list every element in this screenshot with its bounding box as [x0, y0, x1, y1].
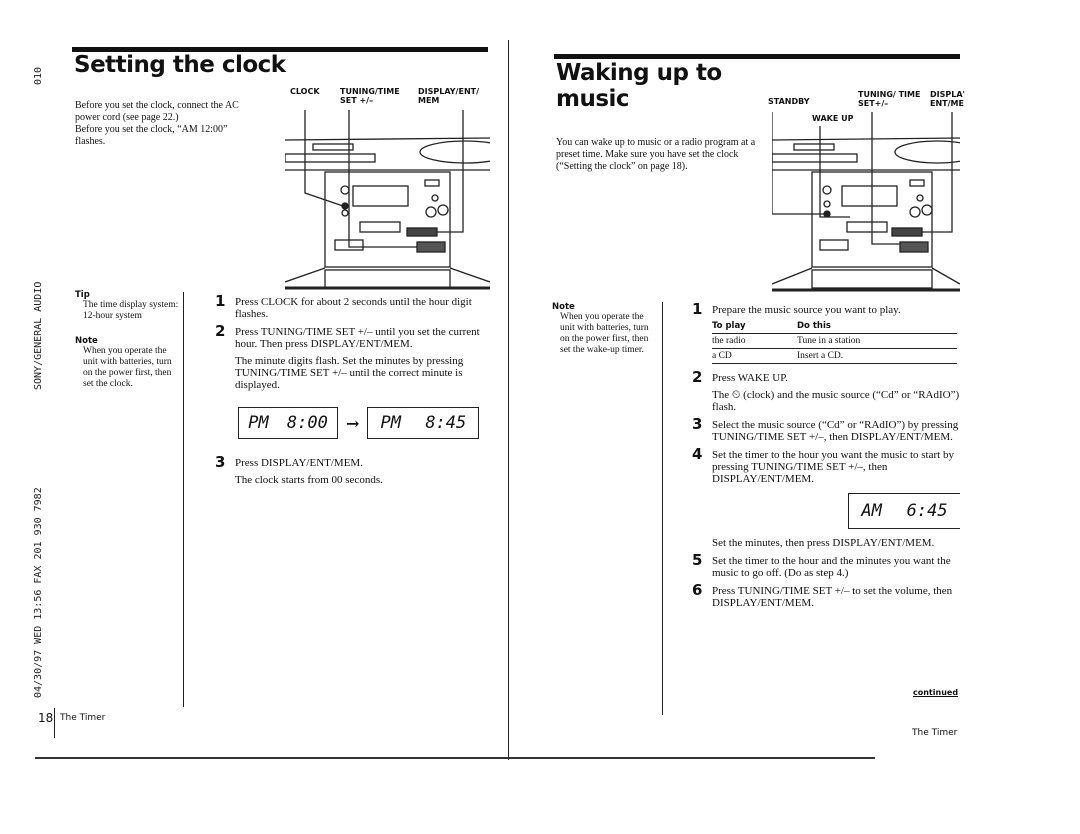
step-text: Press TUNING/TIME SET +/– until you set … — [235, 326, 480, 350]
fax-page-mark: 010 — [33, 66, 44, 85]
steps-column: 1 Prepare the music source you want to p… — [692, 302, 962, 615]
lcd-display-wake: AM 6:45 — [848, 493, 960, 529]
title-line: Waking up to — [556, 60, 722, 86]
step-text: Press WAKE UP. — [712, 372, 788, 384]
title-line: music — [556, 86, 630, 112]
step-number: 3 — [215, 453, 226, 471]
page-title: Waking up to music — [556, 60, 722, 112]
step-text: Select the music source (“Cd” or “RAdIO”… — [712, 419, 959, 443]
fax-transmission: 04/30/97 WED 13:56 FAX 201 930 7982 — [33, 487, 44, 698]
page-title: Setting the clock — [74, 52, 286, 78]
lcd-time: 8:45 — [425, 413, 467, 433]
lcd-ampm: AM — [861, 501, 882, 521]
intro-text: You can wake up to music or a radio prog… — [556, 137, 756, 172]
label-wake-up: WAKE UP — [812, 114, 854, 123]
intro-line: Before you set the clock, “AM 12:00” fla… — [75, 124, 228, 147]
intro-text: Before you set the clock, connect the AC… — [75, 100, 255, 148]
footer-divider — [54, 708, 55, 738]
fax-sender: SONY/GENERAL AUDIO — [33, 281, 44, 390]
lcd-display-after: PM 8:45 — [367, 407, 480, 439]
lcd-ampm: PM — [380, 413, 402, 433]
title-rule — [554, 54, 960, 59]
step-number: 2 — [215, 322, 226, 340]
step-number: 1 — [692, 300, 703, 318]
tip-heading: Tip — [75, 290, 90, 300]
step-3: 3 Press DISPLAY/ENT/MEM. The clock start… — [215, 455, 485, 487]
step-text: Prepare the music source you want to pla… — [712, 304, 901, 316]
table-cell: Tune in a station — [797, 333, 957, 349]
column-divider — [183, 292, 184, 707]
intro-line: Before you set the clock, connect the AC… — [75, 100, 239, 123]
step-number: 4 — [692, 445, 703, 463]
step-number: 2 — [692, 368, 703, 386]
step-1: 1 Press CLOCK for about 2 seconds until … — [215, 294, 485, 321]
step-number: 1 — [215, 292, 226, 310]
tip-box: Tip The time display system: 12-hour sys… — [75, 290, 180, 390]
page-gutter — [508, 40, 509, 760]
note-text: When you operate the unit with batteries… — [83, 346, 172, 389]
note-text: When you operate the unit with batteries… — [560, 312, 649, 355]
arrow-icon: → — [346, 413, 360, 433]
lcd-display-before: PM 8:00 — [238, 407, 338, 439]
step-5: 5 Set the timer to the hour and the minu… — [692, 553, 962, 580]
note-box: Note When you operate the unit with batt… — [552, 302, 657, 356]
step-2: 2 Press WAKE UP. The ⏲ (clock) and the m… — [692, 370, 962, 414]
note-heading: Note — [552, 302, 575, 312]
step-number: 6 — [692, 581, 703, 599]
tip-line: The time display system: — [83, 300, 179, 310]
column-divider — [662, 302, 663, 715]
label-display: DISPLAY/ENT/ MEM — [418, 87, 480, 105]
step-text: Press DISPLAY/ENT/MEM. — [235, 457, 363, 469]
step-detail: The minute digits flash. Set the minutes… — [235, 355, 464, 391]
step-text: Set the timer to the hour and the minute… — [712, 555, 951, 579]
label-clock: CLOCK — [290, 87, 320, 96]
step-detail: The clock starts from 00 seconds. — [235, 474, 383, 486]
lcd-time: 6:45 — [906, 501, 948, 521]
tip-line: 12-hour system — [83, 311, 142, 321]
lcd-row: PM 8:00 → PM 8:45 — [238, 407, 485, 439]
title-rule — [72, 47, 488, 52]
label-tuning: TUNING/ TIME SET+/– — [858, 90, 921, 108]
stereo-diagram — [772, 112, 960, 292]
label-tuning: TUNING/TIME SET +/– — [340, 87, 400, 105]
step-3: 3 Select the music source (“Cd” or “RAdI… — [692, 417, 962, 444]
table-cell: Insert a CD. — [797, 348, 957, 364]
step-1: 1 Prepare the music source you want to p… — [692, 302, 962, 317]
stereo-diagram — [285, 110, 490, 290]
step-4: 4 Set the timer to the hour you want the… — [692, 447, 962, 486]
table-cell: the radio — [712, 333, 797, 349]
label-display: DISPLA' ENT/ME — [930, 90, 965, 108]
step-text: Set the timer to the hour you want the m… — [712, 449, 954, 485]
step-detail: The ⏲ (clock) and the music source (“Cd”… — [712, 389, 960, 413]
table-header: Do this — [797, 319, 957, 334]
footer-section: The Timer — [60, 713, 106, 723]
table-header: To play — [712, 319, 797, 334]
lcd-ampm: PM — [248, 413, 269, 433]
continued-link: continued — [913, 688, 959, 697]
note-heading: Note — [75, 336, 98, 346]
step-number: 5 — [692, 551, 703, 569]
lcd-time: 8:00 — [286, 413, 328, 433]
steps-column: 1 Press CLOCK for about 2 seconds until … — [215, 294, 485, 492]
scan-edge-line — [35, 757, 875, 759]
step-text: Press TUNING/TIME SET +/– to set the vol… — [712, 585, 953, 609]
step-text: Press CLOCK for about 2 seconds until th… — [235, 296, 472, 320]
step-6: 6 Press TUNING/TIME SET +/– to set the v… — [692, 583, 962, 610]
step-4-detail: Set the minutes, then press DISPLAY/ENT/… — [712, 537, 935, 549]
step-2: 2 Press TUNING/TIME SET +/– until you se… — [215, 324, 485, 392]
footer-section: The Timer — [912, 728, 958, 738]
page-number: 18 — [38, 711, 54, 725]
label-standby: STANDBY — [768, 97, 810, 106]
step-number: 3 — [692, 415, 703, 433]
table-cell: a CD — [712, 348, 797, 364]
